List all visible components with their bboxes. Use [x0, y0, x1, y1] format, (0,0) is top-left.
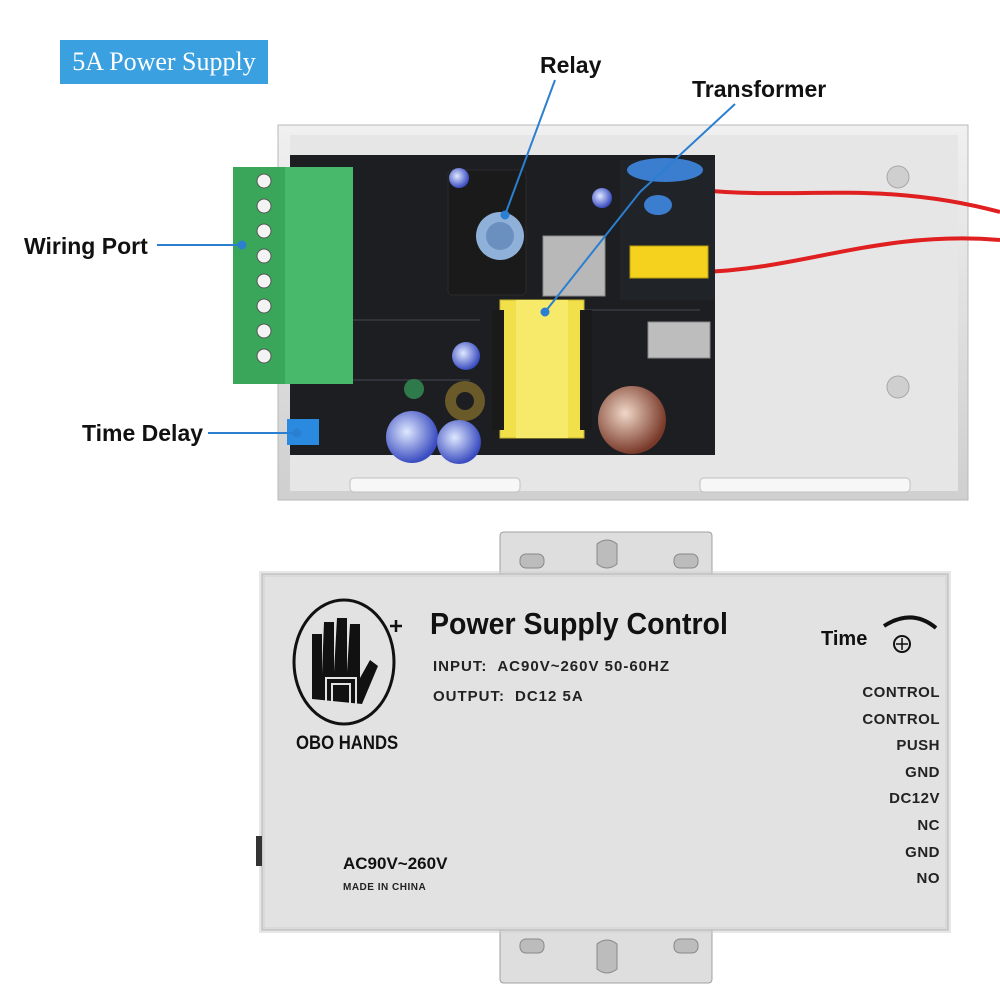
mounting-tab-bottom	[499, 923, 713, 984]
terminal-label: GND	[905, 843, 940, 861]
terminal-label: NC	[917, 816, 940, 834]
made-in-label: MADE IN CHINA	[343, 882, 427, 893]
title-badge: 5A Power Supply	[60, 40, 268, 84]
terminal-labels: CONTROL CONTROL PUSH GND DC12V NC GND NO	[800, 680, 940, 893]
output-value: DC12 5A	[515, 688, 584, 705]
pcb-photo	[157, 79, 1000, 501]
callout-time-delay: Time Delay	[82, 420, 204, 446]
terminal-label: GND	[905, 763, 940, 781]
input-value: AC90V~260V 50-60HZ	[497, 658, 671, 675]
terminal-block	[233, 167, 353, 384]
time-dial-icon	[882, 615, 938, 653]
transformer	[492, 299, 592, 439]
ac-filter-capacitor	[627, 158, 709, 279]
hand-logo	[292, 598, 402, 726]
output-label: OUTPUT:	[433, 688, 505, 705]
relay	[447, 169, 527, 296]
callout-wiring-port: Wiring Port	[24, 233, 148, 259]
input-spec: INPUT: AC90V~260V 50-60HZ	[433, 658, 670, 675]
ac-wires	[699, 188, 1000, 274]
heatsink	[542, 235, 711, 359]
toroid-inductor	[445, 381, 485, 421]
electrolytic-capacitors	[386, 386, 666, 464]
enclosure-lid	[256, 531, 951, 984]
terminal-label: CONTROL	[862, 710, 940, 728]
voltage-rating: AC90V~260V	[343, 854, 448, 873]
terminal-label: NO	[916, 870, 940, 888]
terminal-label: DC12V	[889, 790, 940, 808]
brand-name: OBO HANDS	[296, 733, 399, 754]
callout-leaders	[157, 79, 736, 438]
terminal-label: CONTROL	[862, 684, 940, 701]
lid-title: Power Supply Control	[430, 606, 728, 641]
terminal-label: PUSH	[896, 737, 940, 755]
callout-transformer: Transformer	[692, 76, 827, 102]
callout-relay: Relay	[540, 52, 602, 78]
time-label: Time	[821, 628, 868, 650]
output-spec: OUTPUT: DC12 5A	[433, 688, 584, 705]
input-label: INPUT:	[433, 658, 488, 675]
small-capacitors	[404, 168, 612, 399]
mounting-tab-top	[499, 531, 713, 583]
